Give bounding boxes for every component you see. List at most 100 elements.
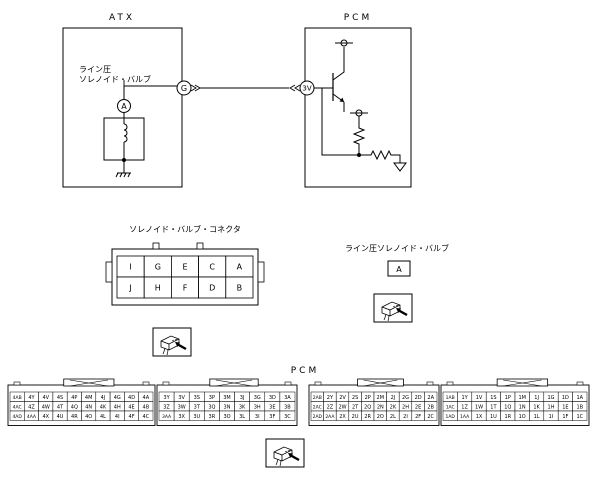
pcm-pin-label: 4K (100, 404, 107, 410)
pcm-pin-label: 4D (128, 395, 135, 401)
pcm-pin-label: 2F (415, 414, 421, 420)
pcm-pin-label: 3X (178, 414, 185, 420)
pcm-pin-label: 3F (269, 414, 275, 420)
pcm-pin-label: 4S (57, 395, 63, 401)
pcm-pin-label: 3O (223, 414, 230, 420)
pcm-pin-label: 4V (42, 395, 49, 401)
pcm-pin-label: 4Q (71, 404, 78, 410)
solenoid-pin-label: F (183, 284, 188, 293)
solenoid-probe-icon (151, 326, 193, 358)
pcm-pin-label: 3Y (163, 395, 170, 401)
pcm-pin-label: 2Z (327, 404, 334, 410)
pcm-pin-label: 4P (71, 395, 77, 401)
pcm-connector-latch (63, 378, 115, 387)
pcm-pin-label: 3J (240, 395, 245, 401)
pcm-pin-label: 1F (562, 414, 568, 420)
pcm-pin-label: 1E (562, 404, 568, 410)
pcm-pin-label: 2AB (313, 395, 322, 401)
pcm-pin-label: 1L (534, 414, 540, 420)
pcm-pin-label: 2Y (327, 395, 334, 401)
pcm-pin-label: 1U (490, 414, 497, 420)
pcm-pin-label: 2B (427, 404, 434, 410)
pcm-pin-label: 1AD (445, 414, 455, 420)
pcm-pin-label: 4AB (13, 395, 22, 401)
pcm-pin-label: 2L (390, 414, 396, 420)
pcm-pin-cell (424, 410, 438, 421)
pcm-pin-label: 2K (390, 404, 397, 410)
pcm-pin-label: 4Y (28, 395, 35, 401)
pcm-pin-label: 2AC (313, 404, 322, 410)
pcm-pin-label: 1Z (461, 404, 468, 410)
pcm-pin-label: 3A (284, 395, 291, 401)
pcm-pin-label: 2U (352, 414, 359, 420)
pcm-pin-label: 1V (476, 395, 483, 401)
solenoid-pin-cell (225, 276, 254, 299)
pcm-pin-label: 1AA (460, 414, 470, 420)
pcm-pin-label: 3AA (162, 414, 172, 420)
pcm-pin-cell (138, 410, 154, 421)
pcm-pin-label: 1Q (504, 404, 511, 410)
pcm-pin-label: 1I (549, 414, 554, 420)
pcm-connectors-title: PCM (291, 366, 319, 376)
pcm-pin-label: 3C (284, 414, 291, 420)
pcm-pin-label: 3B (284, 404, 291, 410)
pcm-pin-label: 4M (85, 395, 93, 401)
pcm-pin-label: 4T (57, 404, 64, 410)
pcm-pin-label: 1N (519, 404, 526, 410)
pcm-pin-label: 4O (85, 414, 92, 420)
pcm-pin-label: 1X (476, 414, 483, 420)
pcm-connector-latch (357, 378, 404, 387)
pcm-pin-label: 1Y (461, 395, 468, 401)
pcm-pin-label: 1W (475, 404, 483, 410)
pcm-connector-latch (496, 378, 549, 387)
ground-icon-2 (393, 162, 407, 172)
solenoid-connector-title: ソレノイド・バルブ・コネクタ (129, 224, 241, 234)
pcm-pin-label: 2T (352, 404, 359, 410)
pcm-pin-label: 1R (504, 414, 511, 420)
pcm-pin-label: 3P (209, 395, 215, 401)
pcm-pin-label: 4C (143, 414, 150, 420)
pcm-pin-label: 4B (143, 404, 150, 410)
pcm-pin-label: 1T (490, 404, 497, 410)
pin-g-label: G (181, 84, 187, 93)
pcm-pin-label: 1K (533, 404, 540, 410)
solenoid-pin-label: B (237, 284, 243, 293)
solenoid-pin-label: G (155, 263, 161, 272)
pcm-pin-label: 1AB (446, 395, 455, 401)
solenoid-label-line2: ソレノイド・バルブ (79, 74, 151, 84)
line-pressure-valve-title: ライン圧ソレノイド・バルブ (345, 243, 449, 253)
atx-box (62, 27, 183, 188)
solenoid-pin-label: C (209, 263, 215, 272)
solenoid-pin-label: A (237, 263, 243, 272)
pcm-pin-label: 2I (403, 414, 408, 420)
pin-g-marker (176, 80, 192, 96)
pcm-pin-label: 3R (209, 414, 216, 420)
pcm-pin-label: 4AD (12, 414, 22, 420)
resistor-icon (352, 116, 366, 155)
solenoid-coil (123, 118, 128, 160)
pin-3v-label: 3V (302, 85, 311, 93)
pcm-pin-label: 2A (427, 395, 434, 401)
pcm-pin-cell (572, 410, 588, 421)
pcm-pin-label: 2D (415, 395, 422, 401)
pcm-pin-cell (279, 410, 296, 421)
pcm-pin-label: 2C (427, 414, 434, 420)
pcm-pin-label: 1H (548, 404, 555, 410)
pcm-pin-label: 3D (269, 395, 276, 401)
pcm-pin-label: 4U (57, 414, 64, 420)
pcm-pin-label: 3N (224, 404, 231, 410)
pcm-pin-label: 4J (101, 395, 106, 401)
pcm-pin-label: 3K (239, 404, 246, 410)
schematic: ATX PCM ライン圧 ソレノイド・バルブ A G 3V (62, 13, 412, 188)
pcm-pin-label: 3T (194, 404, 201, 410)
pcm-pin-label: 2G (402, 395, 409, 401)
pcm-pin-label: 4E (128, 404, 134, 410)
pcm-pin-label: 2Q (364, 404, 371, 410)
pcm-pin-label: 2J (391, 395, 396, 401)
pcm-pin-label: 3H (254, 404, 261, 410)
pcm-pin-label: 1A (576, 395, 583, 401)
pcm-pin-label: 3Z (163, 404, 170, 410)
